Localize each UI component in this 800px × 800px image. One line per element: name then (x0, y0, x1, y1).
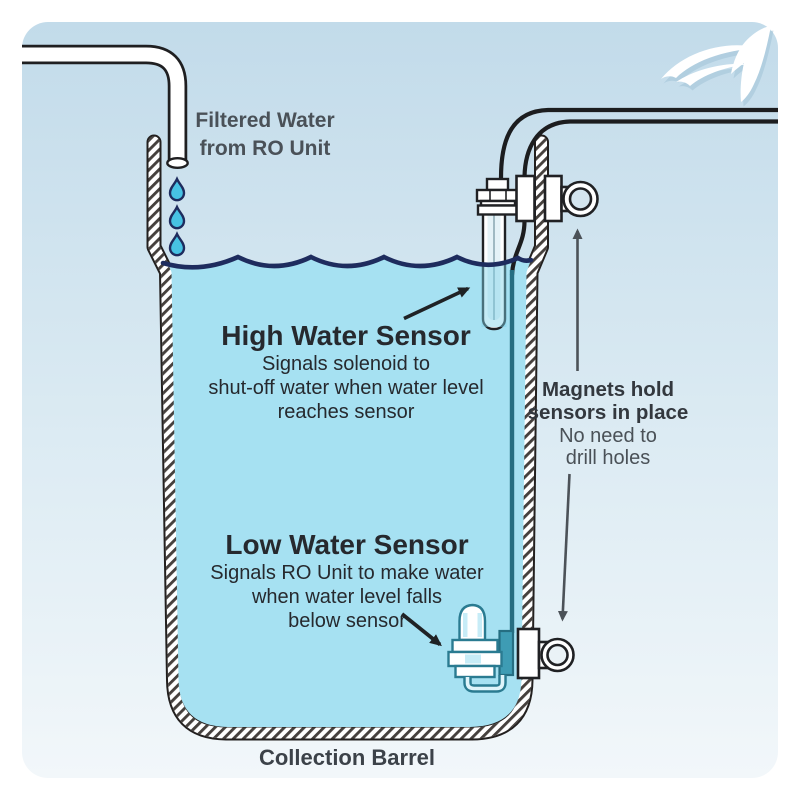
float-collar (451, 638, 499, 654)
low-sensor-tube (522, 119, 778, 178)
low-sensor-arrow (400, 612, 442, 647)
magnets-label-line2: sensors in place (528, 401, 689, 424)
high-sensor-fitting (475, 177, 521, 216)
magnet-outer-block (516, 627, 541, 680)
water-fill (163, 257, 531, 727)
magnet-inner-block (515, 174, 536, 223)
barrel-caption: Collection Barrel (259, 745, 435, 770)
dome-highlight (463, 613, 468, 637)
high-sensor-desc-line2: shut-off water when water level (208, 377, 483, 399)
high-sensor-arrow (403, 286, 471, 321)
water-drop-icon (168, 204, 186, 230)
float-base (454, 664, 496, 679)
magnet-eye-hole (546, 643, 569, 667)
magnets-label-line3: No need to (559, 425, 657, 447)
water-surface-line (160, 254, 534, 270)
low-sensor-desc-line1: Signals RO Unit to make water (210, 562, 484, 584)
magnet-arrow-down (557, 473, 571, 622)
body-window (465, 654, 481, 664)
sensor-tubes (498, 107, 778, 179)
low-sensor-desc-line2: when water level falls (251, 586, 442, 608)
high-sensor-title: High Water Sensor (221, 320, 471, 351)
brand-logo (661, 26, 774, 107)
float-j-tube-inner (465, 675, 505, 691)
inlet-pipe (22, 44, 189, 169)
water-drop-icon (168, 176, 186, 202)
magnets-label-line4: drill holes (566, 447, 650, 469)
bird-swoosh-logo-icon (661, 26, 771, 102)
collection-barrel-wall (146, 134, 549, 741)
high-sensor-desc-line3: reaches sensor (278, 401, 415, 423)
bottom-magnet-mount (516, 627, 575, 680)
low-sensor-cable-upper (509, 220, 527, 276)
fitting-hex-bottom (476, 204, 520, 216)
water-droplets (168, 176, 186, 257)
filtered-water-label-line2: from RO Unit (200, 137, 331, 160)
low-sensor-title: Low Water Sensor (225, 529, 468, 560)
top-magnet-mount (515, 174, 599, 223)
magnets-label-line1: Magnets hold (542, 378, 674, 401)
low-sensor-desc-line3: below sensor (288, 610, 406, 632)
fitting-cap (485, 177, 510, 192)
filtered-water-label-line1: Filtered Water (195, 109, 334, 132)
pipe-opening (166, 156, 189, 169)
high-sensor-tube (498, 107, 778, 179)
low-water-sensor (447, 603, 515, 693)
dome-highlight (477, 613, 482, 637)
fitting-hex-top (475, 188, 521, 203)
annotation-arrows (400, 228, 583, 647)
magnet-outer-block (543, 174, 563, 223)
water-drop-icon (168, 231, 186, 257)
magnet-eye-hole (568, 187, 593, 211)
probe-submerged-tint (481, 263, 507, 327)
high-sensor-desc-line1: Signals solenoid to (262, 353, 430, 375)
